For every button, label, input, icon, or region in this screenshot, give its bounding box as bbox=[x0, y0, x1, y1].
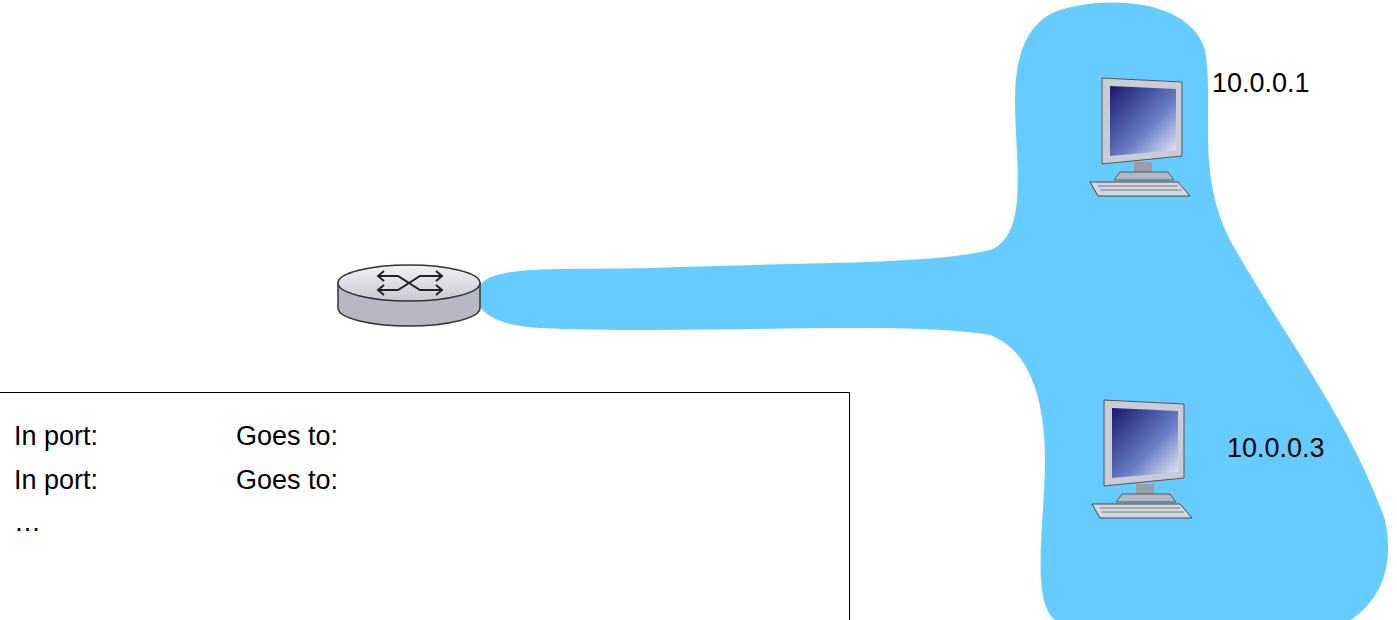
table-cell: Goes to: bbox=[236, 467, 338, 494]
table-cell: … bbox=[14, 509, 41, 536]
ip-address-label: 10.0.0.1 bbox=[1212, 70, 1310, 97]
computer-icon bbox=[1090, 78, 1190, 196]
ip-address-label: 10.0.0.3 bbox=[1227, 435, 1325, 462]
router-icon bbox=[338, 265, 480, 326]
table-box: In port: Goes to: In port: Goes to: … bbox=[0, 392, 850, 620]
computer-icon bbox=[1092, 400, 1192, 518]
table-cell: In port: bbox=[14, 467, 98, 494]
table-cell: Goes to: bbox=[236, 423, 338, 450]
table-cell: In port: bbox=[14, 423, 98, 450]
